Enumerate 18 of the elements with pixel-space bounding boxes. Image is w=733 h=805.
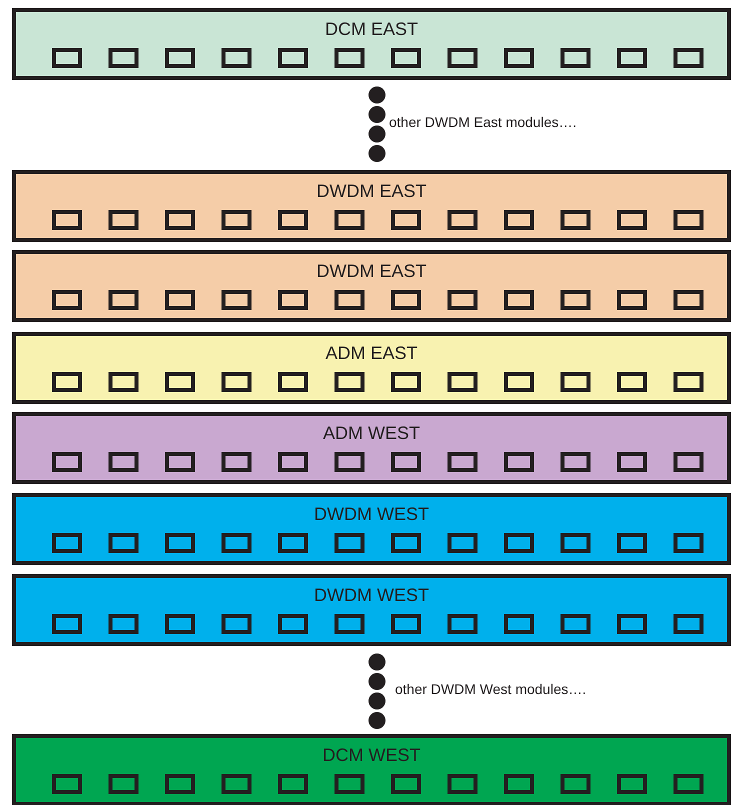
- module-panel: [12, 170, 731, 242]
- module-panel: [12, 574, 731, 646]
- module-title: DWDM EAST: [316, 261, 428, 282]
- note-text: other DWDM East modules….: [389, 114, 576, 130]
- module-panel: [12, 250, 731, 322]
- module-title: DWDM WEST: [313, 585, 430, 606]
- note-text: other DWDM West modules….: [395, 681, 586, 697]
- module-panel: [12, 412, 731, 484]
- module-panel: [12, 734, 731, 805]
- module-title: DCM EAST: [324, 19, 419, 40]
- module-title: DCM WEST: [322, 745, 422, 766]
- module-title: ADM EAST: [324, 343, 418, 364]
- module-panel: [12, 332, 731, 404]
- module-panel: [12, 8, 731, 80]
- module-title: DWDM WEST: [313, 504, 430, 525]
- module-title: ADM WEST: [322, 423, 421, 444]
- module-title: DWDM EAST: [316, 181, 428, 202]
- module-panel: [12, 493, 731, 565]
